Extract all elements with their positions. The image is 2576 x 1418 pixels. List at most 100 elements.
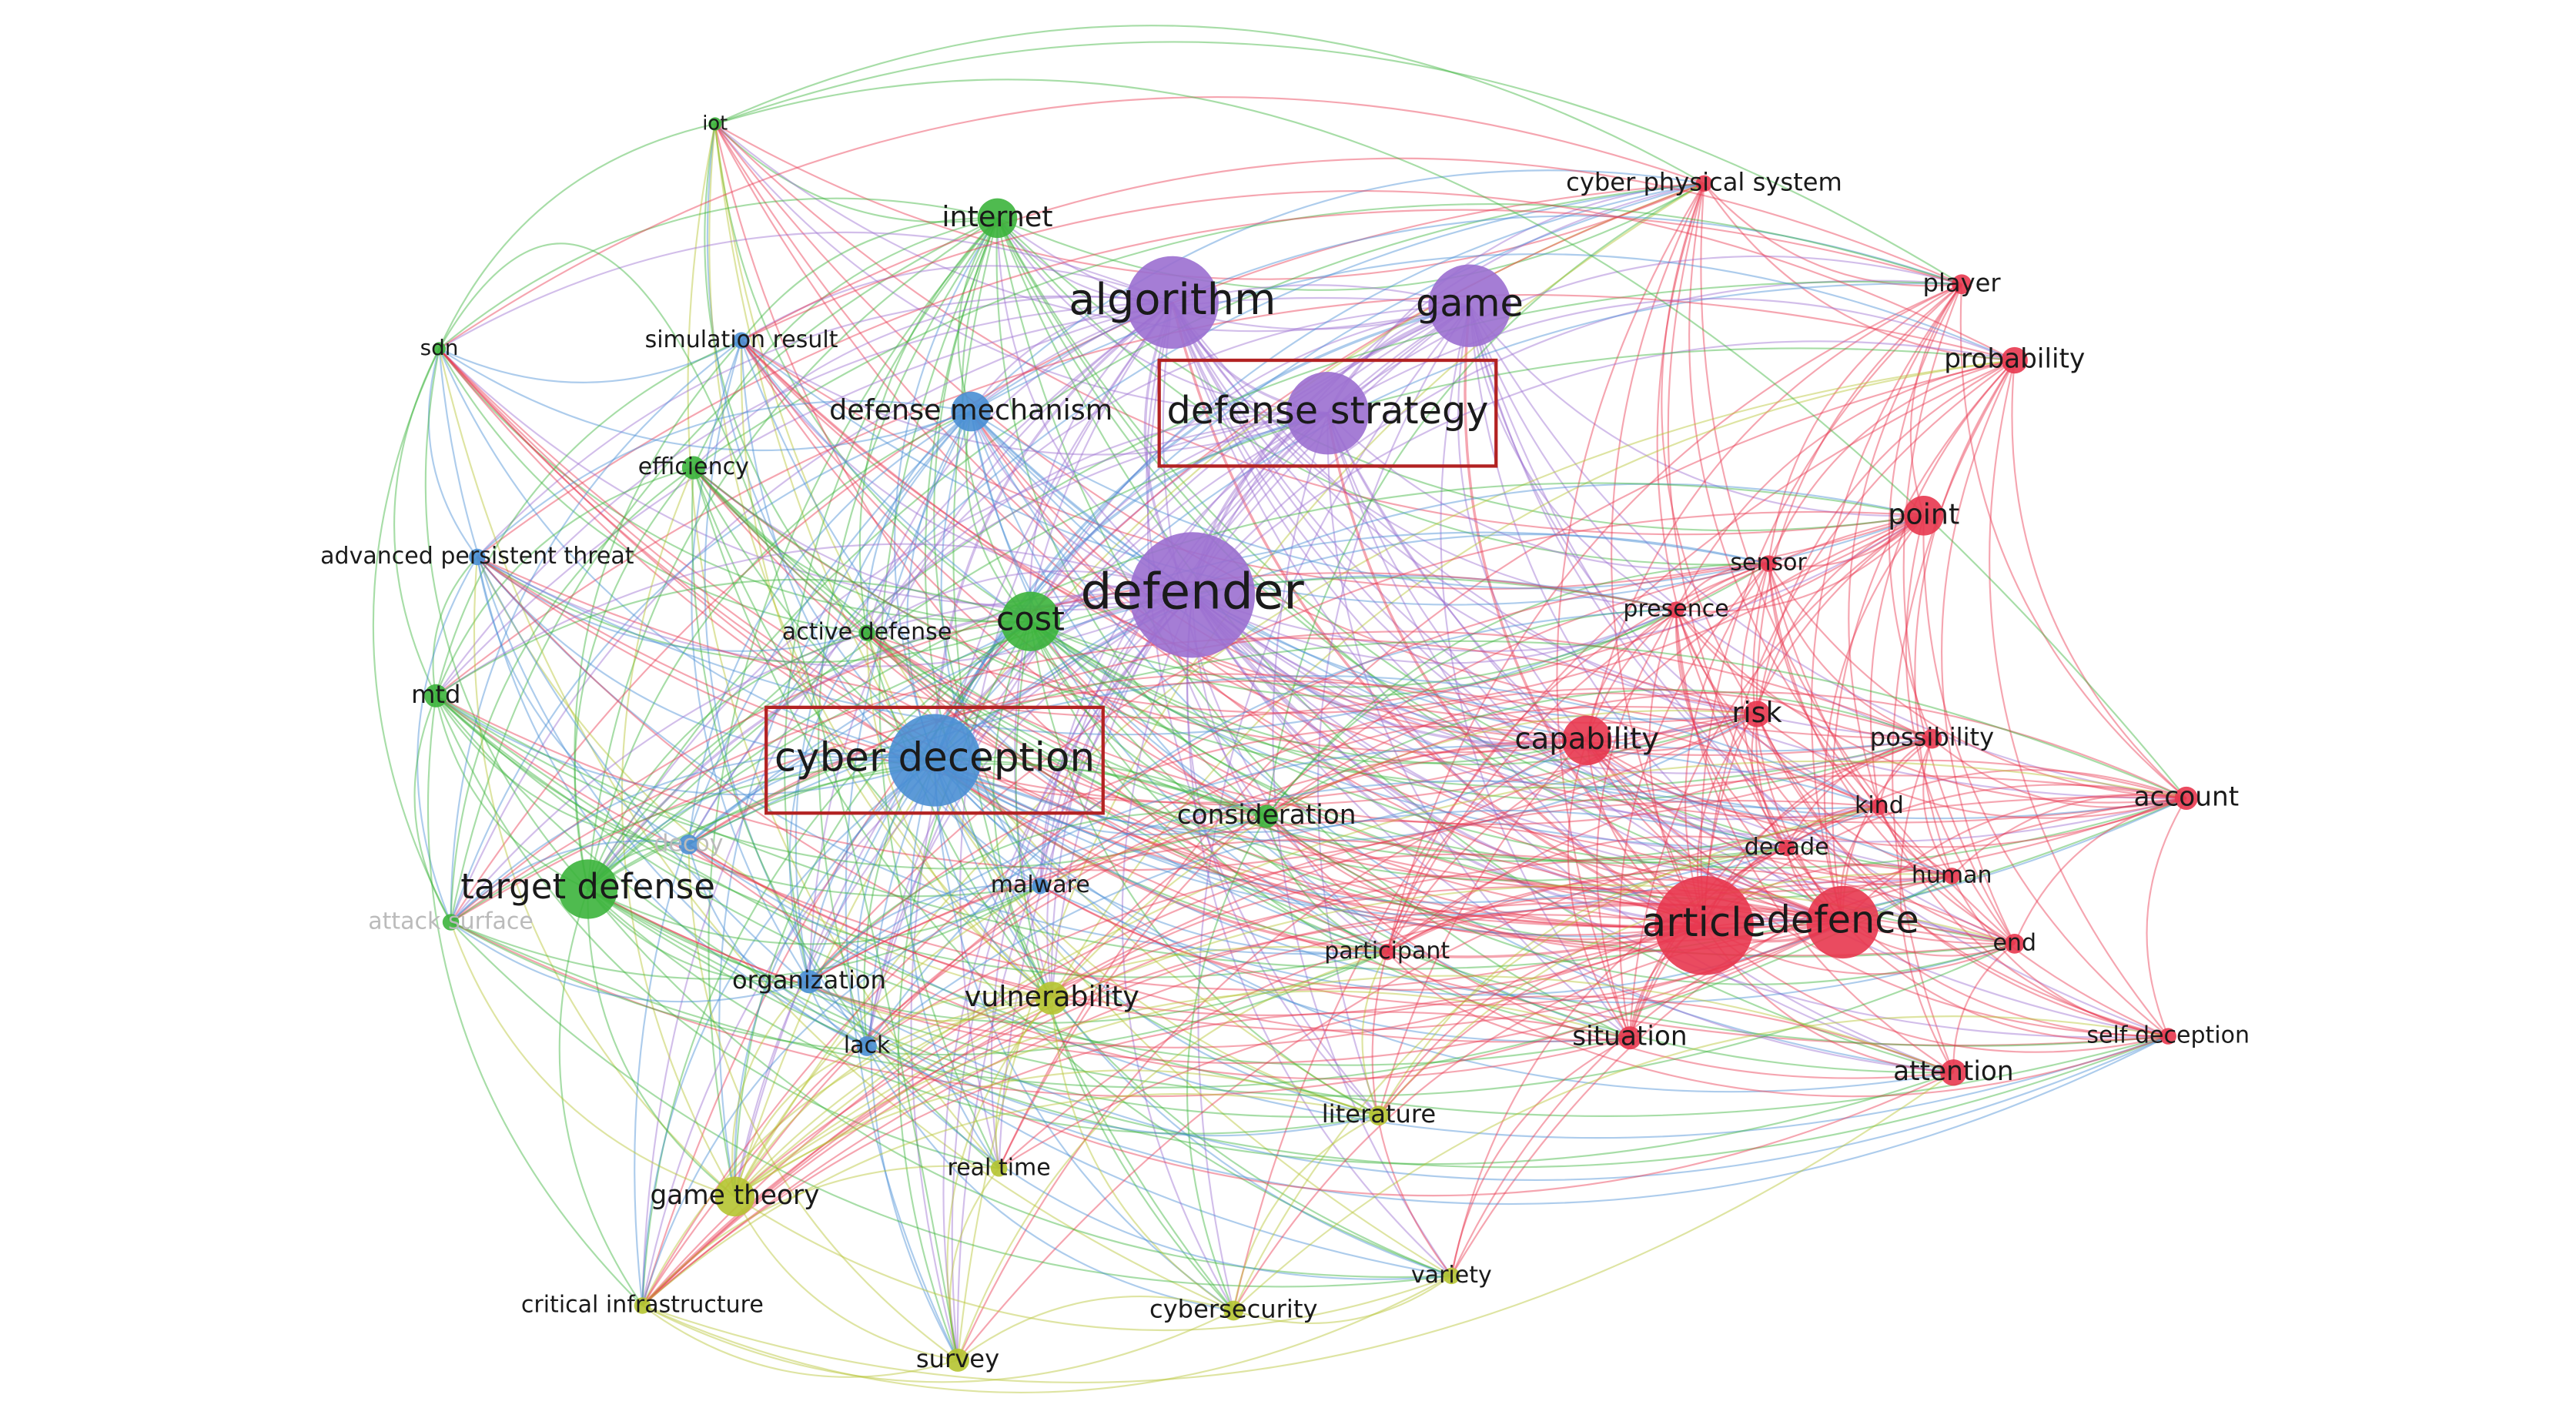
node-simres[interactable] — [733, 332, 750, 349]
node-algorithm[interactable] — [1126, 256, 1219, 349]
node-label-probability[interactable]: probability — [1944, 344, 2085, 375]
node-gametheory[interactable] — [714, 1176, 755, 1217]
node-decoy[interactable] — [678, 834, 699, 854]
node-account[interactable] — [2174, 786, 2198, 810]
node-iot[interactable] — [708, 117, 722, 131]
node-label-simres[interactable]: simulation result — [645, 326, 838, 353]
node-label-participant[interactable]: participant — [1324, 938, 1450, 965]
node-label-risk[interactable]: risk — [1732, 696, 1783, 729]
node-label-possibility[interactable]: possibility — [1870, 723, 1994, 752]
node-label-decoy[interactable]: decoy — [654, 831, 723, 858]
node-label-lack[interactable]: lack — [844, 1032, 891, 1058]
node-possibility[interactable] — [1922, 728, 1942, 749]
node-label-literature[interactable]: literature — [1322, 1099, 1436, 1129]
node-risk[interactable] — [1743, 701, 1771, 727]
node-label-cost[interactable]: cost — [996, 600, 1065, 639]
node-label-situation[interactable]: situation — [1572, 1022, 1687, 1052]
node-attention[interactable] — [1940, 1059, 1967, 1086]
node-literature[interactable] — [1369, 1105, 1389, 1126]
node-player[interactable] — [1952, 274, 1972, 295]
node-label-defmech[interactable]: defense mechanism — [829, 393, 1112, 426]
node-label-kind[interactable]: kind — [1855, 792, 1904, 819]
node-label-decade[interactable]: decade — [1745, 834, 1829, 861]
node-vulnerability[interactable] — [1035, 982, 1069, 1015]
node-label-cps[interactable]: cyber physical system — [1566, 167, 1842, 196]
node-capability[interactable] — [1562, 715, 1612, 765]
node-label-selfdec[interactable]: self deception — [2086, 1022, 2250, 1049]
node-label-organization[interactable]: organization — [732, 965, 886, 995]
node-label-efficiency[interactable]: efficiency — [638, 453, 749, 480]
node-article[interactable] — [1654, 875, 1754, 975]
node-label-mtd[interactable]: mtd — [411, 680, 460, 709]
node-label-presence[interactable]: presence — [1623, 596, 1728, 623]
node-label-defstrat[interactable]: defense strategy — [1166, 388, 1488, 433]
node-mtd[interactable] — [424, 684, 448, 707]
node-label-gametheory[interactable]: game theory — [650, 1180, 819, 1211]
node-label-cyberdec[interactable]: cyber deception — [774, 735, 1095, 781]
node-label-consideration[interactable]: consideration — [1177, 800, 1357, 831]
node-situation[interactable] — [1618, 1026, 1642, 1050]
node-label-sdn[interactable]: sdn — [420, 335, 459, 360]
node-presence[interactable] — [1668, 601, 1684, 618]
node-apt[interactable] — [469, 548, 486, 566]
node-defence[interactable] — [1806, 885, 1879, 959]
node-survey[interactable] — [946, 1348, 970, 1372]
node-label-human[interactable]: human — [1912, 861, 1992, 888]
node-human[interactable] — [1943, 868, 1960, 885]
node-label-attention[interactable]: attention — [1893, 1056, 2014, 1087]
node-kind[interactable] — [1871, 798, 1888, 815]
node-decade[interactable] — [1778, 839, 1795, 857]
node-selfdec[interactable] — [2159, 1028, 2176, 1045]
node-actdef[interactable] — [858, 624, 875, 641]
node-participant[interactable] — [1378, 943, 1396, 961]
node-lack[interactable] — [857, 1036, 877, 1056]
node-cybersecurity[interactable] — [1223, 1300, 1244, 1321]
node-cps[interactable] — [1695, 175, 1713, 192]
node-targetdef[interactable] — [557, 859, 618, 919]
node-label-apt[interactable]: advanced persistent threat — [320, 543, 634, 570]
node-variety[interactable] — [1443, 1267, 1460, 1285]
node-label-attacksurf[interactable]: attack surface — [368, 908, 534, 935]
node-label-malware[interactable]: malware — [991, 871, 1090, 898]
node-label-cybersecurity[interactable]: cybersecurity — [1149, 1294, 1318, 1323]
node-label-survey[interactable]: survey — [916, 1344, 999, 1373]
node-defmech[interactable] — [951, 391, 991, 432]
node-label-account[interactable]: account — [2133, 781, 2239, 812]
node-point[interactable] — [1904, 496, 1944, 536]
node-internet[interactable] — [977, 198, 1018, 239]
node-attacksurf[interactable] — [442, 914, 460, 931]
node-label-internet[interactable]: internet — [942, 200, 1052, 233]
node-label-actdef[interactable]: active defense — [782, 619, 952, 646]
node-label-targetdef[interactable]: target defense — [460, 866, 715, 907]
node-label-player[interactable]: player — [1923, 268, 2002, 297]
node-label-end[interactable]: end — [1992, 929, 2036, 956]
node-label-defender[interactable]: defender — [1080, 563, 1304, 620]
node-consideration[interactable] — [1255, 804, 1279, 828]
node-critinfra[interactable] — [634, 1297, 651, 1314]
node-label-realtime[interactable]: real time — [948, 1154, 1051, 1181]
node-label-defence[interactable]: defence — [1767, 897, 1919, 941]
node-defstrat[interactable] — [1286, 372, 1370, 455]
node-label-sensor[interactable]: sensor — [1730, 550, 1807, 577]
node-label-game[interactable]: game — [1416, 281, 1524, 326]
node-probability[interactable] — [2001, 346, 2028, 374]
node-label-variety[interactable]: variety — [1411, 1262, 1492, 1289]
node-label-critinfra[interactable]: critical infrastructure — [521, 1292, 764, 1319]
node-label-point[interactable]: point — [1888, 497, 1959, 530]
node-label-capability[interactable]: capability — [1514, 721, 1659, 756]
node-label-algorithm[interactable]: algorithm — [1069, 275, 1276, 325]
node-malware[interactable] — [1032, 877, 1049, 895]
node-label-iot[interactable]: iot — [702, 112, 728, 135]
node-realtime[interactable] — [990, 1160, 1008, 1177]
node-defender[interactable] — [1129, 532, 1256, 658]
node-cost[interactable] — [1000, 591, 1061, 651]
node-sensor[interactable] — [1760, 555, 1777, 572]
node-label-article[interactable]: article — [1642, 900, 1766, 946]
node-end[interactable] — [2004, 933, 2025, 954]
node-sdn[interactable] — [432, 342, 447, 356]
node-label-vulnerability[interactable]: vulnerability — [965, 980, 1139, 1013]
node-efficiency[interactable] — [681, 456, 705, 480]
node-cyberdec[interactable] — [888, 714, 982, 807]
node-organization[interactable] — [797, 970, 821, 994]
node-game[interactable] — [1428, 264, 1511, 347]
